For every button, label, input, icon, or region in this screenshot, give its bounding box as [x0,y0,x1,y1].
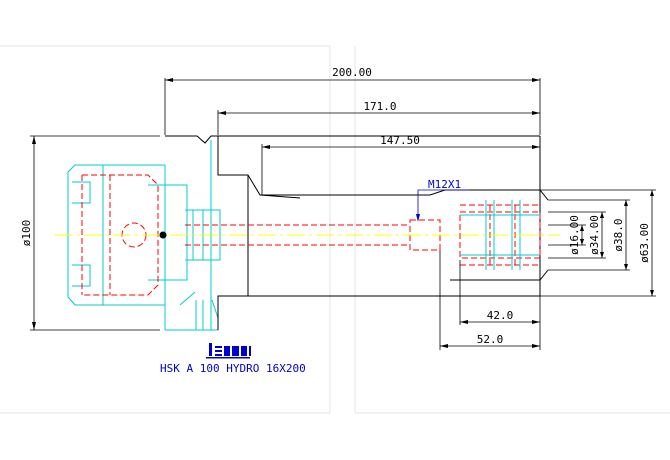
thread-callout: M12X1 [428,178,461,191]
sheet-frame [0,45,670,414]
dim-dia-63: ø63.00 [638,223,651,263]
body-outline [165,135,549,330]
dim-length-147: 147.50 [380,134,420,147]
dim-overall-length: 200.00 [332,66,372,79]
dim-dia-38: ø38.0 [612,218,625,251]
thread-leader [417,189,470,220]
dimension-arrows [32,78,654,348]
dim-dia-34: ø34.00 [588,215,601,255]
iscar-logo [206,343,251,359]
dim-length-42: 42.0 [487,309,514,322]
center-dot [159,231,167,239]
dimension-lines [30,78,656,350]
part-caption: HSK A 100 HYDRO 16X200 [160,362,306,375]
thread-leader-arrow [416,214,420,222]
dim-length-171: 171.0 [363,100,396,113]
hidden-bore-lines [81,174,541,296]
dim-length-52: 52.0 [477,333,504,346]
dim-dia-flange: ø100 [20,220,33,247]
dim-dia-bore: ø16.00 [568,215,581,255]
